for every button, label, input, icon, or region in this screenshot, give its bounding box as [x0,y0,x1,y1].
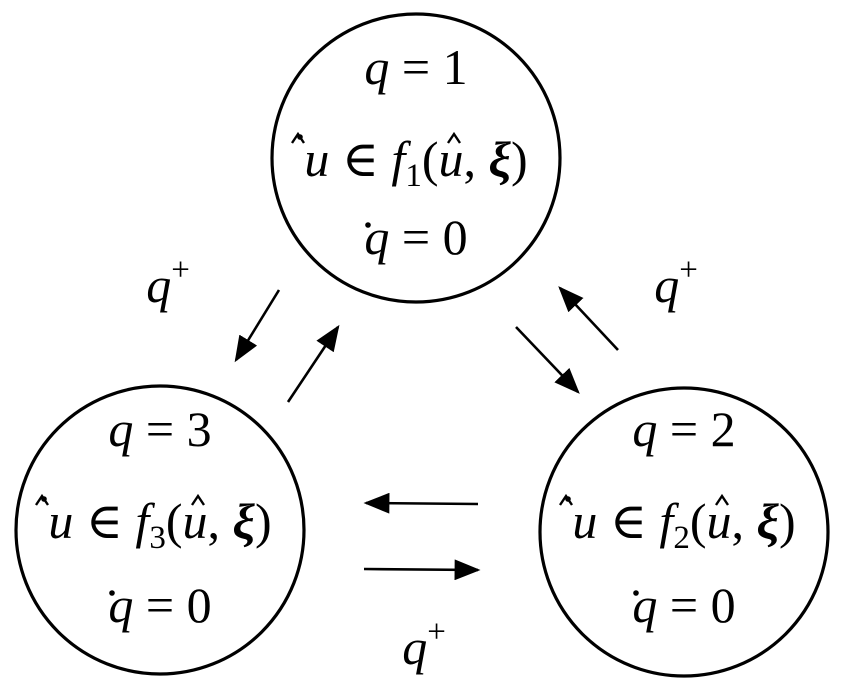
edge-s2-to-s1 [558,286,619,351]
dot-accent [633,590,639,596]
state-node-2: q = 2 u ∈ f2(u, ξ) q = 0 [538,386,830,678]
dynamics-equation: u ∈ f3(u, ξ) [48,493,271,556]
hat-accent [559,493,573,506]
hat-accent [35,493,49,506]
state-label: q = 1 [364,39,467,95]
dot-accent [109,590,115,596]
mode-derivative-equation: q = 0 [632,577,735,633]
transition-label-right: q+ [654,252,698,313]
state-circle [270,12,562,304]
state-circle [14,384,306,676]
mode-derivative-equation: q = 0 [364,209,467,265]
dynamics-equation: u ∈ f1(u, ξ) [304,131,527,194]
dot-accent [365,222,371,228]
hat-accent [447,131,461,144]
edge-s1-to-s2 [515,326,580,394]
state-circle [538,386,830,678]
state-label: q = 3 [108,401,211,457]
hat-accent [291,131,305,144]
state-node-3: q = 3 u ∈ f3(u, ξ) q = 0 [14,384,306,676]
state-label: q = 2 [632,401,735,457]
transition-label-left: q+ [146,252,190,313]
edge-s2-to-s3 [363,492,479,514]
edge-s1-to-s3 [234,289,281,363]
transition-label-bottom: q+ [402,614,446,675]
hat-accent [191,493,205,506]
hat-accent [715,493,729,506]
state-node-1: q = 1 u ∈ f1(u, ξ) q = 0 [270,12,562,304]
edge-s3-to-s1 [286,324,340,403]
edge-s3-to-s2 [363,559,481,581]
mode-derivative-equation: q = 0 [108,577,211,633]
